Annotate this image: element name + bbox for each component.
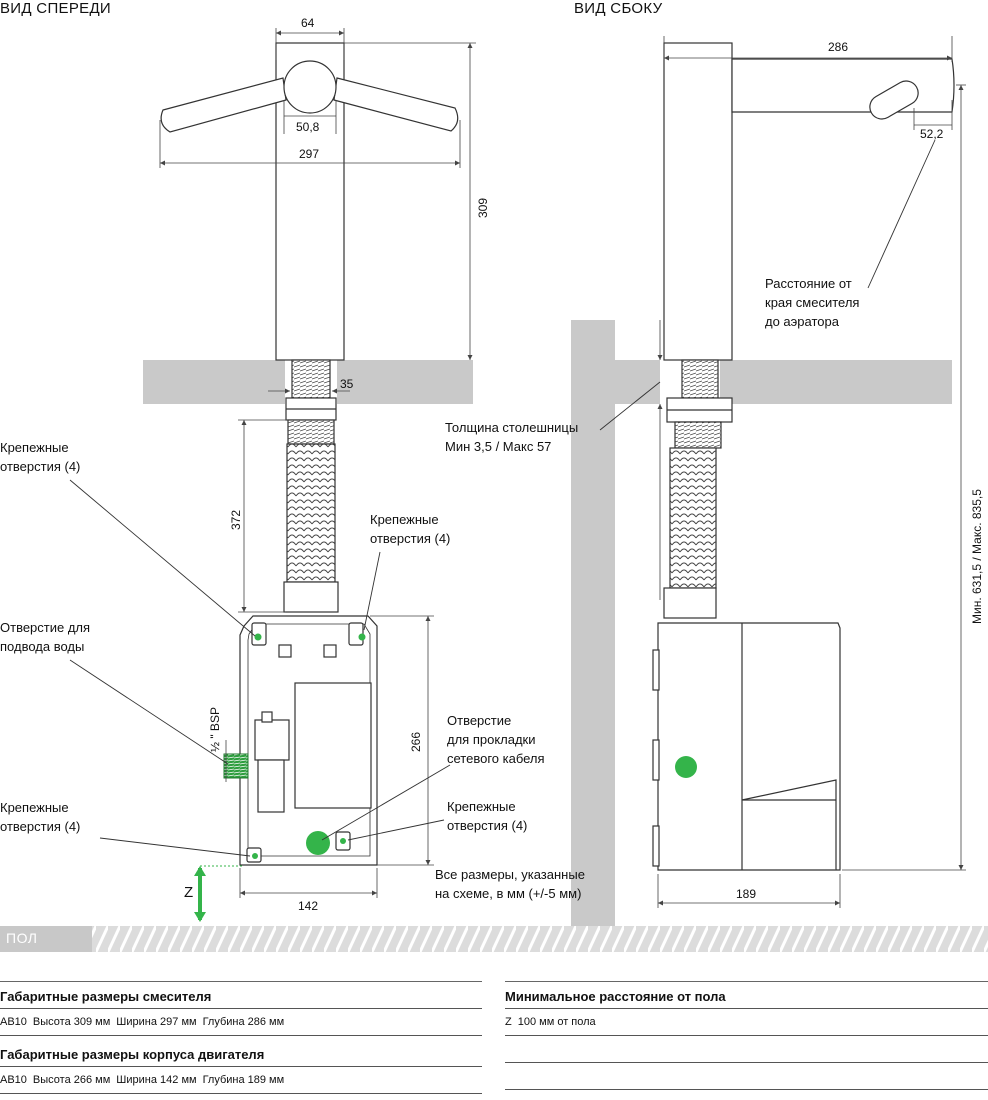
front-faucet [160, 42, 459, 613]
dim-297: 297 [299, 147, 320, 161]
dim-z: Z [184, 884, 194, 901]
technical-drawing [69, 28, 966, 926]
dim-64: 64 [301, 16, 315, 30]
water-inlet-thread [223, 753, 249, 779]
spec-floor-empty-row-2 [505, 1063, 988, 1090]
spec-floor-heading: Минимальное расстояние от пола [505, 989, 726, 1004]
dim-309: 309 [476, 197, 490, 218]
front-motor-housing [239, 615, 378, 866]
dim-35: 35 [340, 377, 354, 391]
side-faucet [663, 42, 955, 619]
front-view-title: ВИД СПЕРЕДИ [0, 0, 111, 17]
dim-266: 266 [409, 731, 423, 752]
dim-total-height: Мин. 631,5 / Макс. 835,5 [970, 489, 984, 624]
dim-52-2: 52,2 [920, 127, 944, 141]
z-arrow [194, 865, 244, 922]
dim-372: 372 [229, 509, 243, 530]
side-cable-hole [675, 756, 697, 778]
dim-50-8: 50,8 [296, 120, 320, 134]
spec-top-rule-left [0, 981, 482, 982]
dim-bsp: ½ " BSP [208, 707, 222, 752]
dim-189: 189 [736, 887, 757, 901]
spec-motor: Габаритные размеры корпуса двигателя AB1… [0, 1044, 482, 1094]
spec-faucet-heading: Габаритные размеры смесителя [0, 989, 212, 1004]
spec-top-rule-right [505, 981, 988, 982]
side-motor-housing [652, 622, 841, 871]
dim-286: 286 [828, 40, 849, 54]
leader-lines [69, 139, 936, 857]
side-view-title: ВИД СБОКУ [574, 0, 663, 17]
floor-label: ПОЛ [6, 930, 38, 946]
dim-142: 142 [298, 899, 319, 913]
spec-floor-empty-row-1 [505, 1036, 988, 1063]
floor-strip [0, 926, 988, 952]
front-cable-hole [306, 831, 330, 855]
dimension-lines [159, 28, 966, 908]
spec-motor-heading: Габаритные размеры корпуса двигателя [0, 1047, 265, 1062]
